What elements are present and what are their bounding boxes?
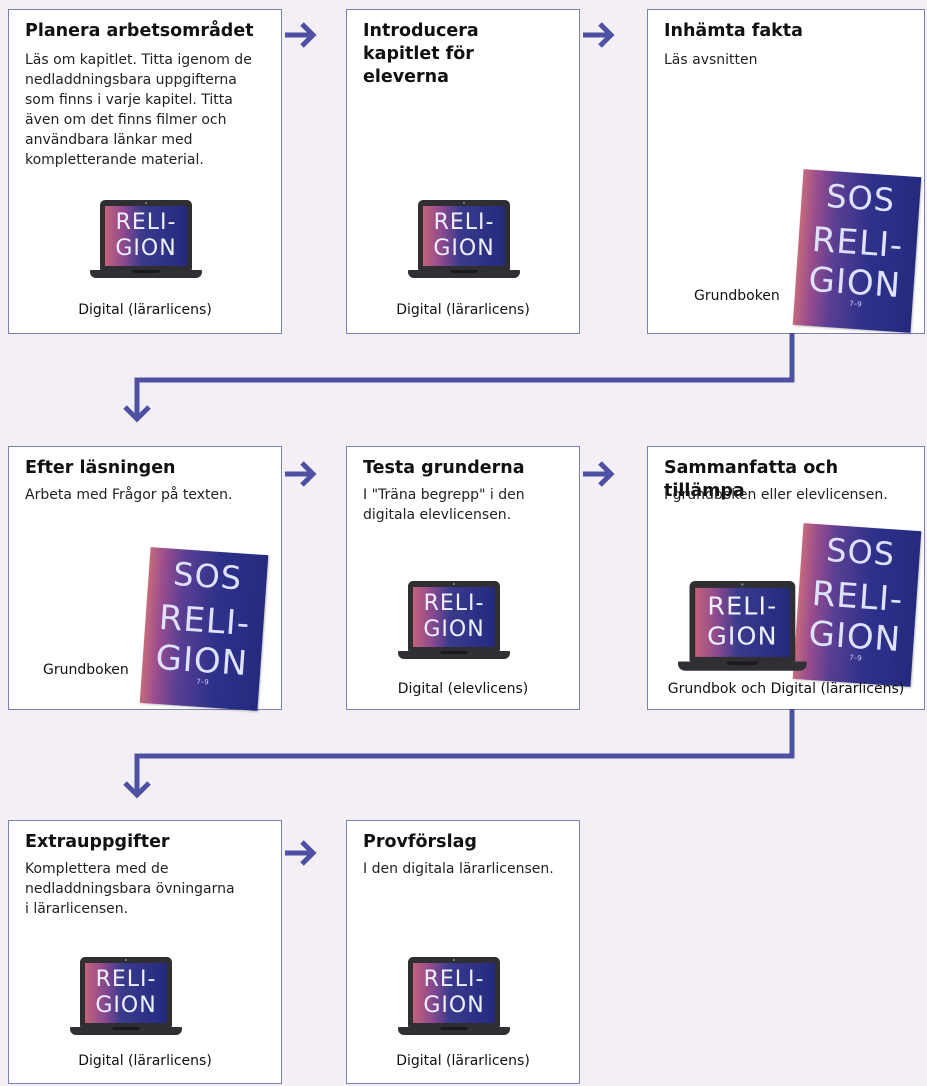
card-text: I "Träna begrepp" i den digitala elevlic… [363, 487, 525, 523]
card-title: Planera arbetsområdet [25, 21, 254, 41]
arrow-right-icon [285, 22, 317, 48]
card-text: Arbeta med Frågor på texten. [25, 487, 233, 503]
card-text: I den digitala lärarlicensen. [363, 861, 554, 877]
card-title: Testa grunderna [363, 458, 525, 478]
card-title: Sammanfatta och tillämpa [664, 458, 839, 501]
book-cover-image: SOS RELI- GION 7–9 [792, 169, 922, 333]
card-caption: Digital (elevlicens) [397, 681, 529, 697]
arrow-right-icon [583, 461, 615, 487]
card-caption: Digital (lärarlicens) [78, 1053, 212, 1069]
connector-arrow-icon [123, 333, 795, 423]
step-card-planera: Planera arbetsområdet Läs om kapitlet. T… [8, 9, 282, 334]
step-card-introducera: Introducera kapitlet för eleverna RELI- … [346, 9, 580, 334]
step-card-extrauppgifter: Extrauppgifter Komplettera med de nedlad… [8, 820, 282, 1084]
step-card-sammanfatta: Sammanfatta och tillämpa I grundboken el… [647, 446, 925, 710]
arrow-right-icon [583, 22, 615, 48]
card-title: Inhämta fakta [664, 21, 803, 41]
arrow-right-icon [285, 840, 317, 866]
card-caption: Grundboken [43, 662, 129, 678]
book-cover-image: SOS RELI- GION 7–9 [139, 547, 269, 711]
card-caption: Grundboken [694, 288, 780, 304]
card-title: Provförslag [363, 832, 477, 852]
card-text: Läs avsnitten [664, 52, 758, 68]
card-text: Läs om kapitlet. Titta igenom de nedladd… [25, 52, 252, 168]
card-caption: Digital (lärarlicens) [396, 1053, 530, 1069]
book-cover-image: SOS RELI- GION 7–9 [792, 523, 922, 687]
card-title: Introducera kapitlet för eleverna [363, 21, 479, 87]
connector-arrow-icon [123, 709, 795, 799]
step-card-inhamta: Inhämta fakta Läs avsnitten SOS RELI- GI… [647, 9, 925, 334]
step-card-provforslag: Provförslag I den digitala lärarlicensen… [346, 820, 580, 1084]
arrow-right-icon [285, 461, 317, 487]
card-title: Extrauppgifter [25, 832, 170, 852]
card-caption: Grundbok och Digital (lärarlicens) [667, 681, 905, 697]
card-caption: Digital (lärarlicens) [78, 302, 212, 318]
card-text: Komplettera med de nedladdningsbara övni… [25, 861, 235, 917]
step-card-testa-grunderna: Testa grunderna I "Träna begrepp" i den … [346, 446, 580, 710]
card-title: Efter läsningen [25, 458, 176, 478]
card-caption: Digital (lärarlicens) [396, 302, 530, 318]
card-text: I grundboken eller elevlicensen. [664, 487, 888, 503]
step-card-efter-lasningen: Efter läsningen Arbeta med Frågor på tex… [8, 446, 282, 711]
